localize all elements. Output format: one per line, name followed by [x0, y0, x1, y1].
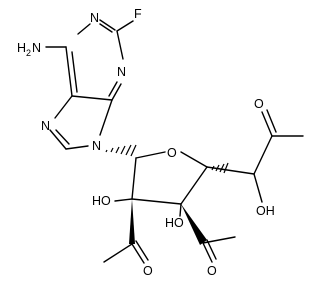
atom-n7: N: [41, 119, 50, 133]
bond-c2-f: [116, 20, 134, 32]
atom-labels: F N H 2 N N N N O O HO OH HO O O: [17, 7, 275, 278]
wedge-c3p-acetyl: [181, 204, 207, 245]
bond-c5-c6-double: [71, 51, 78, 93]
atom-oh-right: OH: [256, 204, 275, 218]
bond-o4-c4p: [180, 151, 208, 168]
atom-o-acetyl-right: O: [207, 264, 217, 278]
bond-n3-c4: [111, 83, 122, 101]
bond-c4-c5: [71, 95, 113, 101]
atom-n3: N: [117, 65, 126, 79]
bond-n3-c4-double: [108, 81, 118, 97]
bond-n9-c4: [99, 99, 113, 136]
bond-c5-n7: [54, 95, 73, 119]
atom-ho-center: HO: [165, 216, 184, 230]
bond-c2p-c3p: [131, 198, 182, 205]
bond-c4p-c5p: [206, 166, 255, 175]
bond-n1-c2-double: [99, 23, 113, 33]
bond-c3p-c4p: [180, 166, 208, 205]
bond-acetyl-left-o-double: [135, 240, 149, 261]
bond-c6-n1: [77, 23, 91, 35]
bond-acetyl-right-o-double: [206, 239, 217, 260]
atom-n1: N: [90, 11, 99, 25]
atom-ho-left: HO: [92, 194, 111, 208]
bond-acetyl-left-o: [131, 243, 145, 264]
bond-acetyl-right-o: [202, 242, 213, 263]
atom-amine-n: N: [32, 41, 41, 55]
bond-c2-n3: [116, 30, 124, 60]
bond-c3p-ho: [179, 203, 182, 217]
bond-c5p-oh: [253, 173, 263, 203]
wedge-c2p-acetyl: [129, 199, 135, 244]
bond-c5-c6: [65, 46, 73, 97]
atom-n9: N: [92, 139, 101, 153]
atom-o-acetyl-left: O: [143, 264, 153, 278]
bond-n1-c2: [99, 19, 116, 31]
hashed-bond-n9-c1: [105, 144, 137, 157]
bonds: [45, 19, 304, 264]
bond-n7-c8: [49, 129, 67, 150]
bond-c6p-o-double: [266, 109, 277, 133]
bond-acetyl-left-me: [103, 243, 133, 263]
bond-n7-c8-double: [55, 129, 70, 145]
bond-c5p-c6p: [253, 135, 273, 175]
bond-c2p-ho: [114, 198, 133, 202]
atom-amine-h: H: [17, 41, 26, 55]
bond-c1-c2p: [131, 157, 137, 200]
bond-c6p-o: [261, 111, 273, 137]
atom-f: F: [134, 7, 142, 21]
atom-amine-subscript: 2: [26, 48, 31, 58]
atom-o-ketone-top: O: [254, 97, 264, 111]
amine-group: H 2 N: [17, 41, 41, 58]
atom-ring-o: O: [167, 146, 177, 160]
bond-c8-n9: [65, 145, 89, 150]
bond-c1-o4: [135, 151, 166, 159]
